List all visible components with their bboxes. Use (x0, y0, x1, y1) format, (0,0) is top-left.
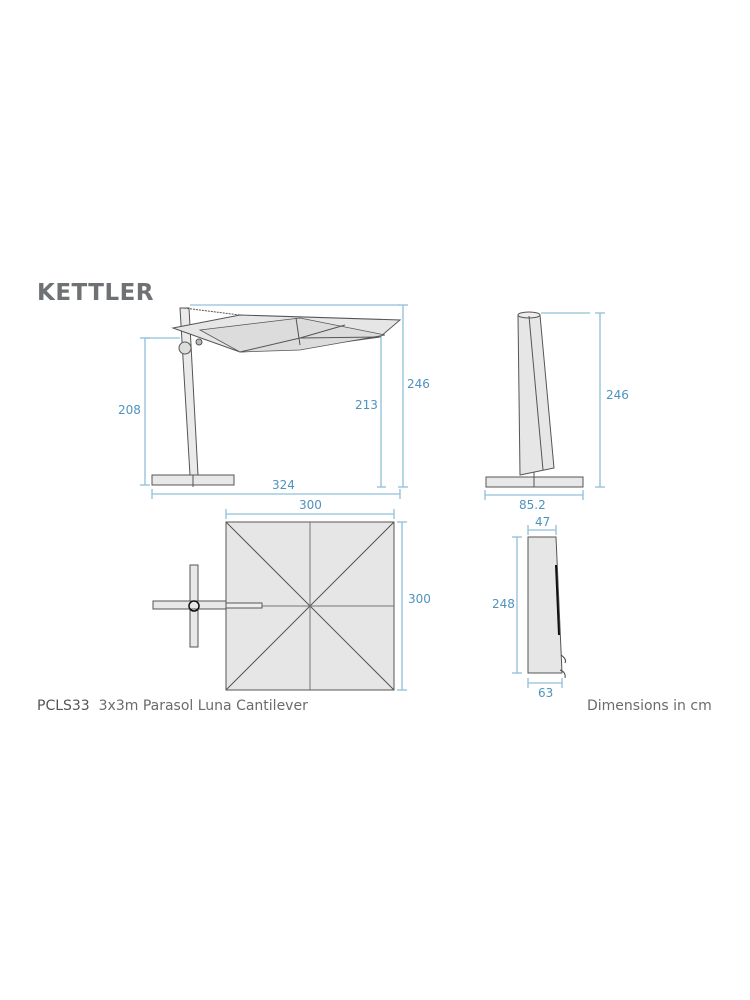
cover-view (527, 536, 566, 679)
dim-cover-248: 248 (492, 597, 515, 611)
dim-top-300-depth: 300 (408, 592, 431, 606)
dim-closed-246: 246 (606, 388, 629, 402)
product-code: PCLS33 (37, 698, 90, 714)
dim-213: 213 (355, 398, 378, 412)
kettler-logo: KETTLER (37, 280, 155, 306)
product-caption: PCLS33 3x3m Parasol Luna Cantilever (37, 698, 308, 714)
side-view-open (151, 307, 402, 487)
top-view (152, 521, 395, 691)
dim-85-2: 85.2 (519, 498, 546, 512)
dim-top-300-width: 300 (299, 498, 322, 512)
dim-208: 208 (118, 403, 141, 417)
units-note: Dimensions in cm (587, 698, 712, 714)
side-view-closed (485, 311, 584, 488)
dim-cover-63: 63 (538, 686, 554, 700)
dimension-lines (140, 304, 605, 691)
dim-246: 246 (407, 377, 430, 391)
product-name: 3x3m Parasol Luna Cantilever (98, 698, 308, 714)
dim-cover-47: 47 (535, 515, 551, 529)
dim-324: 324 (272, 478, 295, 492)
